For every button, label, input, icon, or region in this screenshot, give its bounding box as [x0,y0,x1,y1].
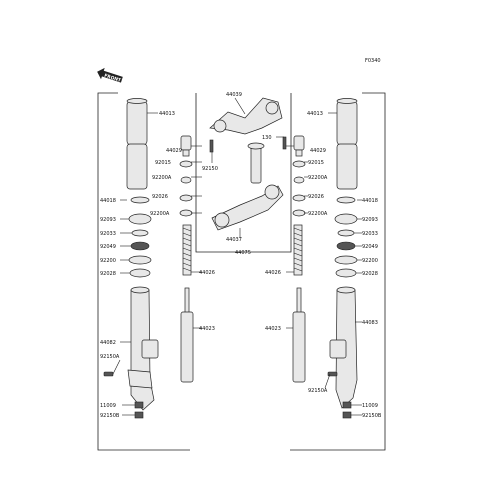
label-92200-left: 92200 [100,258,116,264]
right-fork-assembly [327,98,358,419]
upper-bracket [209,97,283,135]
left-bottom-bolt [134,411,144,419]
steering-stem [250,144,262,184]
label-92026-left: 92026 [152,194,168,200]
label-92150: 92150 [202,166,218,172]
left-fork-spring [182,224,192,276]
right-assembly-box [290,92,386,451]
left-fork-assembly [103,98,159,419]
right-inner-tube-upper [336,100,358,146]
left-bushing [129,268,151,278]
label-44039: 44039 [226,92,242,98]
label-92150A-left: 92150A [100,354,120,360]
label-92026-right: 92026 [308,194,324,200]
label-92033-right: 92033 [362,231,378,237]
label-92015-left: 92015 [155,160,171,166]
steering-assembly [209,97,287,231]
label-44075: 44075 [235,250,251,256]
left-caliper-mount [127,369,153,389]
center-assembly-box [195,93,292,253]
label-92200A-left-2: 92200A [150,211,170,217]
right-cap-bolt [293,135,305,151]
label-92028-left: 92028 [100,271,116,277]
left-damper-rod [180,287,194,383]
label-92200A-left-1: 92200A [152,175,172,181]
label-92093-left: 92093 [100,217,116,223]
label-44018-right: 44018 [362,198,378,204]
label-44023-left: 44023 [199,326,215,332]
left-drain-bolt [134,401,144,409]
label-44026-left: 44026 [199,270,215,276]
right-damper-rod [292,287,306,383]
label-92033-left: 92033 [100,231,116,237]
left-seal-ring [130,241,150,251]
left-cap-bolt [180,135,192,151]
label-44083: 44083 [362,320,378,326]
front-direction-arrow: FRONT [97,67,123,84]
label-44013-right: 44013 [307,111,323,117]
label-44018-left: 44018 [100,198,116,204]
label-92200A-right-1: 92200A [308,175,328,181]
label-44013-left: 44013 [159,111,175,117]
label-92150A-right: 92150A [308,388,328,394]
left-dust-seal [128,255,152,265]
front-label: FRONT [103,73,122,84]
label-92028-right: 92028 [362,271,378,277]
label-130: 130 [262,135,272,141]
lower-bracket [211,185,284,231]
left-oil-seal [130,196,150,204]
label-44029-right: 44029 [310,148,326,154]
label-92049-left: 92049 [100,244,116,250]
label-92200-right: 92200 [362,258,378,264]
label-92093-right: 92093 [362,217,378,223]
label-92015-right: 92015 [308,160,324,166]
label-44023-right: 44023 [265,326,281,332]
leader-lines [112,97,362,416]
left-washer [128,213,152,225]
right-inner-tube-lower [336,143,358,190]
left-inner-tube-lower [126,143,148,190]
label-44037: 44037 [226,237,242,243]
label-11009-left: 11009 [100,403,116,409]
label-44026-right: 44026 [265,270,281,276]
label-92200A-right-2: 92200A [308,211,328,217]
label-44082: 44082 [100,340,116,346]
left-bolt [103,371,114,377]
left-axle-clamp [141,339,159,359]
diagram-code: F0340 [365,58,381,64]
left-tube-cap [126,98,148,104]
right-fork-spring [293,224,303,276]
label-11009-right: 11009 [362,403,378,409]
label-92150B-right: 92150B [362,413,382,419]
label-92150B-left: 92150B [100,413,120,419]
label-92049-right: 92049 [362,244,378,250]
left-inner-tube-upper [126,100,148,146]
left-clip [131,229,149,237]
left-assembly-box [97,92,190,451]
label-44029-left: 44029 [166,148,182,154]
